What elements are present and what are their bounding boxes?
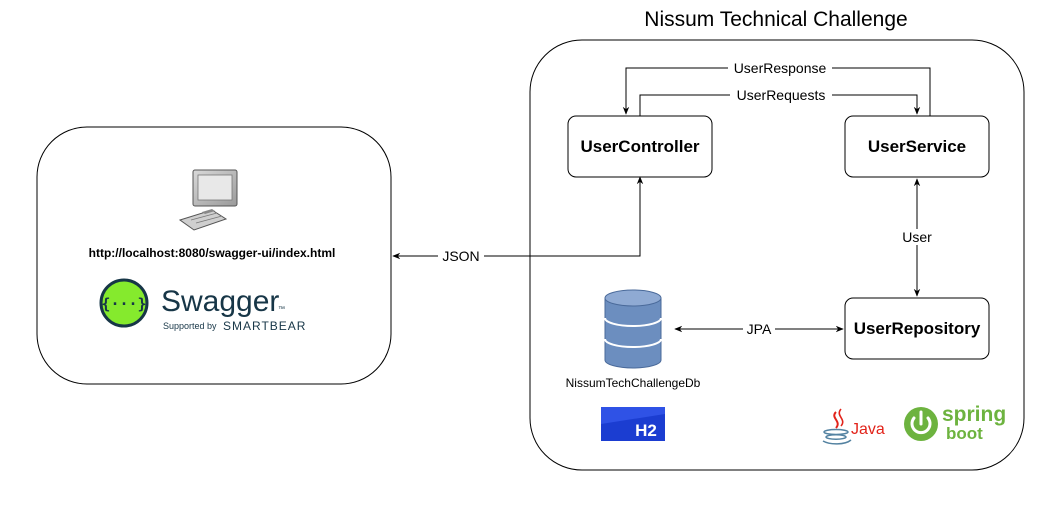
spring-boot-logo-icon: spring boot [904, 403, 1006, 443]
swagger-glyph: {···} [101, 295, 146, 313]
edge-user-requests-label: UserRequests [737, 87, 826, 103]
boot-logo-text: boot [946, 424, 983, 443]
java-logo-icon: Java [822, 408, 885, 445]
computer-icon [178, 169, 238, 231]
user-repository-label: UserRepository [854, 319, 981, 338]
swagger-logo-icon: {···} [99, 278, 149, 328]
swagger-name: Swagger [161, 285, 279, 318]
edge-jpa-label: JPA [747, 321, 772, 337]
swagger-url: http://localhost:8080/swagger-ui/index.h… [89, 246, 336, 260]
h2-logo-text: H2 [635, 421, 657, 440]
java-logo-text: Java [851, 421, 885, 438]
edge-json-label: JSON [442, 248, 479, 264]
user-repository-box [844, 297, 990, 360]
swagger-tm: ™ [278, 306, 285, 313]
database-icon [604, 289, 662, 369]
swagger-supported-by: Supported by [163, 321, 217, 331]
spring-logo-text: spring [942, 403, 1006, 426]
user-service-box [844, 115, 990, 178]
edge-user-label: User [902, 229, 932, 245]
user-controller-label: UserController [580, 137, 699, 156]
swagger-company: SMARTBEAR [223, 319, 306, 333]
edge-user-response-label: UserResponse [734, 60, 827, 76]
user-service-label: UserService [868, 137, 966, 156]
diagram-title: Nissum Technical Challenge [644, 8, 907, 31]
database-label: NissumTechChallengeDb [566, 376, 701, 390]
h2-logo-icon: H2 [601, 407, 665, 441]
